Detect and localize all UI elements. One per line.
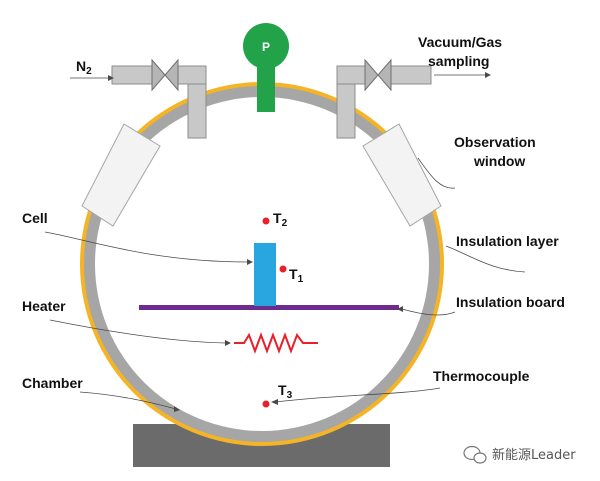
leader-cell-arrowhead — [247, 259, 253, 265]
leader-chamber — [79, 391, 177, 410]
n2-label: N2 — [76, 58, 92, 77]
inlet-line — [111, 65, 207, 139]
vacuum-label-line2: sampling — [428, 53, 489, 69]
leader-insulation-board-arrowhead — [397, 306, 403, 312]
leader-chamber-arrowhead — [174, 406, 180, 412]
valve-icon-left[interactable] — [151, 58, 179, 92]
vacuum-arrow — [434, 72, 491, 78]
t3-label: T3 — [278, 382, 293, 401]
wechat-icon — [463, 445, 487, 464]
leader-cell — [44, 231, 249, 263]
leader-heater-arrowhead — [225, 340, 231, 346]
thermo-point-t1 — [279, 265, 287, 273]
valve-icon-right[interactable] — [364, 58, 392, 92]
leader-insulation-layer — [445, 245, 526, 273]
leader-thermocouple-arrowhead — [271, 399, 278, 405]
watermark-text: 新能源Leader — [492, 447, 576, 463]
pump-label: P — [262, 40, 270, 54]
observation-label-line2: window — [473, 153, 525, 169]
thermo-point-t3 — [262, 400, 270, 408]
insulation-board-label: Insulation board — [456, 294, 565, 310]
t2-label: T2 — [273, 210, 288, 229]
leader-observation — [417, 157, 456, 189]
t1-label: T1 — [289, 266, 304, 285]
leader-insulation-board — [401, 308, 456, 316]
insulation-layer-label: Insulation layer — [456, 233, 559, 249]
heating-coil-icon — [234, 332, 318, 354]
thermo-point-t2 — [262, 217, 270, 225]
n2-arrow — [70, 75, 114, 81]
cell-label: Cell — [22, 210, 48, 226]
chamber-label: Chamber — [22, 375, 83, 391]
insulation-board — [139, 305, 399, 310]
observation-window-left — [81, 123, 161, 227]
observation-window-right — [362, 123, 442, 227]
thermocouple-label: Thermocouple — [433, 368, 530, 384]
cell — [254, 243, 276, 306]
vacuum-label-line1: Vacuum/Gas — [418, 34, 502, 50]
heater-label: Heater — [22, 298, 66, 314]
leader-thermocouple — [275, 387, 441, 403]
leader-heater — [49, 319, 227, 344]
observation-label-line1: Observation — [454, 134, 536, 150]
pump-icon[interactable]: P — [243, 23, 289, 112]
